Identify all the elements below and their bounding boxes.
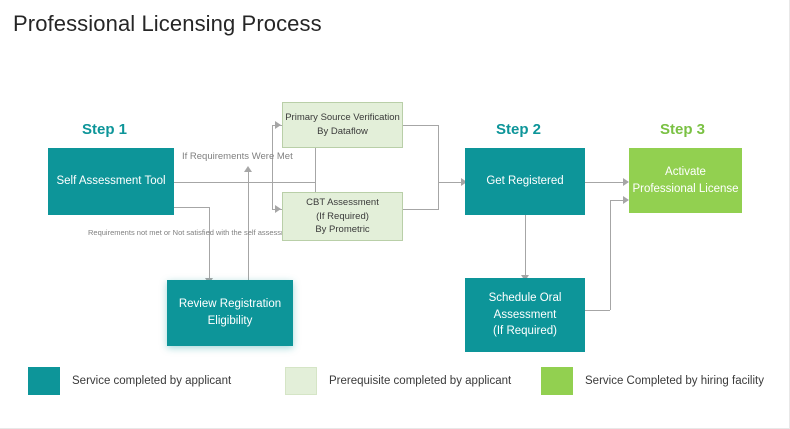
node-review-registration-line-1: Review Registration (178, 298, 282, 311)
edge-label-notmet-line-2: or (163, 228, 171, 237)
legend-swatch-light-green-icon (285, 367, 317, 395)
legend: Service completed by applicant Prerequis… (0, 367, 790, 397)
node-get-registered-line-1: Get Registered (486, 175, 564, 188)
edge-label-met-line-1: If Requirements (182, 151, 250, 162)
node-primary-source-line-2: By Dataflow (317, 126, 368, 137)
node-activate-license-line-2: Professional License (632, 182, 739, 195)
step-1-caption: Step 1 (82, 121, 128, 138)
arrowhead-activate-bottom (623, 196, 629, 204)
legend-label-green: Service Completed by hiring facility (585, 375, 764, 387)
edge-label-requirements-met: If Requirements Were Met (182, 150, 293, 165)
legend-item-light-green: Prerequisite completed by applicant (285, 367, 511, 395)
connector-split-vertical (315, 125, 316, 209)
arrowhead-get-registered (461, 178, 467, 186)
connector-sat-down-h (141, 207, 209, 208)
legend-swatch-green-icon (541, 367, 573, 395)
connector-merge-to-registered (438, 182, 464, 183)
legend-item-green: Service Completed by hiring facility (541, 367, 764, 395)
connector-sat-down-v (209, 207, 210, 280)
node-review-registration-eligibility[interactable]: Review Registration Eligibility (167, 280, 293, 346)
node-self-assessment-tool[interactable]: Self Assessment Tool (48, 148, 174, 215)
edge-label-met-line-2: Were Met (251, 151, 293, 162)
connector-review-up-v (248, 170, 249, 285)
edge-label-notmet-line-1: Requirements not met (88, 228, 162, 237)
node-schedule-oral-line-2: Assessment (493, 308, 557, 321)
connector-green-feed-bottom (272, 209, 282, 210)
node-get-registered[interactable]: Get Registered (465, 148, 585, 215)
node-schedule-oral-line-3: (If Required) (493, 325, 557, 338)
node-activate-license-line-1: Activate (665, 165, 706, 178)
arrowhead-back-to-trunk (244, 166, 252, 172)
edge-label-requirements-not-met: Requirements not met or Not satisfied wi… (88, 228, 344, 238)
connector-oral-to-activate (610, 200, 625, 201)
node-cbt-assessment[interactable]: CBT Assessment (If Required) By Prometri… (282, 192, 403, 241)
node-cbt-assessment-line-3: By Prometric (315, 224, 370, 236)
connector-registered-to-activate (585, 182, 625, 183)
arrowhead-activate-top (623, 178, 629, 186)
connector-merge-vertical (438, 125, 439, 210)
node-cbt-assessment-line-1: CBT Assessment (306, 196, 379, 208)
edge-label-notmet-line-3: Not satisfied with the self (172, 228, 256, 237)
legend-label-light-green: Prerequisite completed by applicant (329, 375, 512, 387)
legend-item-teal: Service completed by applicant (28, 367, 231, 395)
node-schedule-oral-assessment[interactable]: Schedule Oral Assessment (If Required) (465, 278, 585, 352)
page-title: Professional Licensing Process (13, 11, 322, 36)
node-activate-professional-license[interactable]: Activate Professional License (629, 148, 742, 213)
node-review-registration-line-2: Eligibility (207, 315, 253, 327)
connector-oral-up (610, 200, 611, 310)
node-cbt-assessment-line-2: (If Required) (316, 210, 369, 222)
legend-label-teal: Service completed by applicant (72, 375, 232, 387)
connector-green-feed-top (272, 125, 282, 126)
connector-sat-to-trunk (173, 182, 315, 183)
step-2-caption: Step 2 (496, 121, 542, 138)
connector-registered-to-oral (525, 215, 526, 277)
node-schedule-oral-line-1: Schedule Oral (488, 291, 562, 304)
legend-swatch-teal-icon (28, 367, 60, 395)
node-self-assessment-tool-line-1: Self Assessment Tool (56, 175, 166, 188)
connector-primary-out (403, 125, 438, 126)
step-3-caption: Step 3 (660, 121, 706, 138)
node-primary-source-line-1: Primary Source Verification (285, 112, 400, 124)
connector-green-feed-vertical (272, 125, 273, 210)
connector-oral-right (585, 310, 610, 311)
connector-cbt-out (403, 209, 438, 210)
node-primary-source-verification[interactable]: Primary Source Verification By Dataflow (282, 102, 403, 148)
